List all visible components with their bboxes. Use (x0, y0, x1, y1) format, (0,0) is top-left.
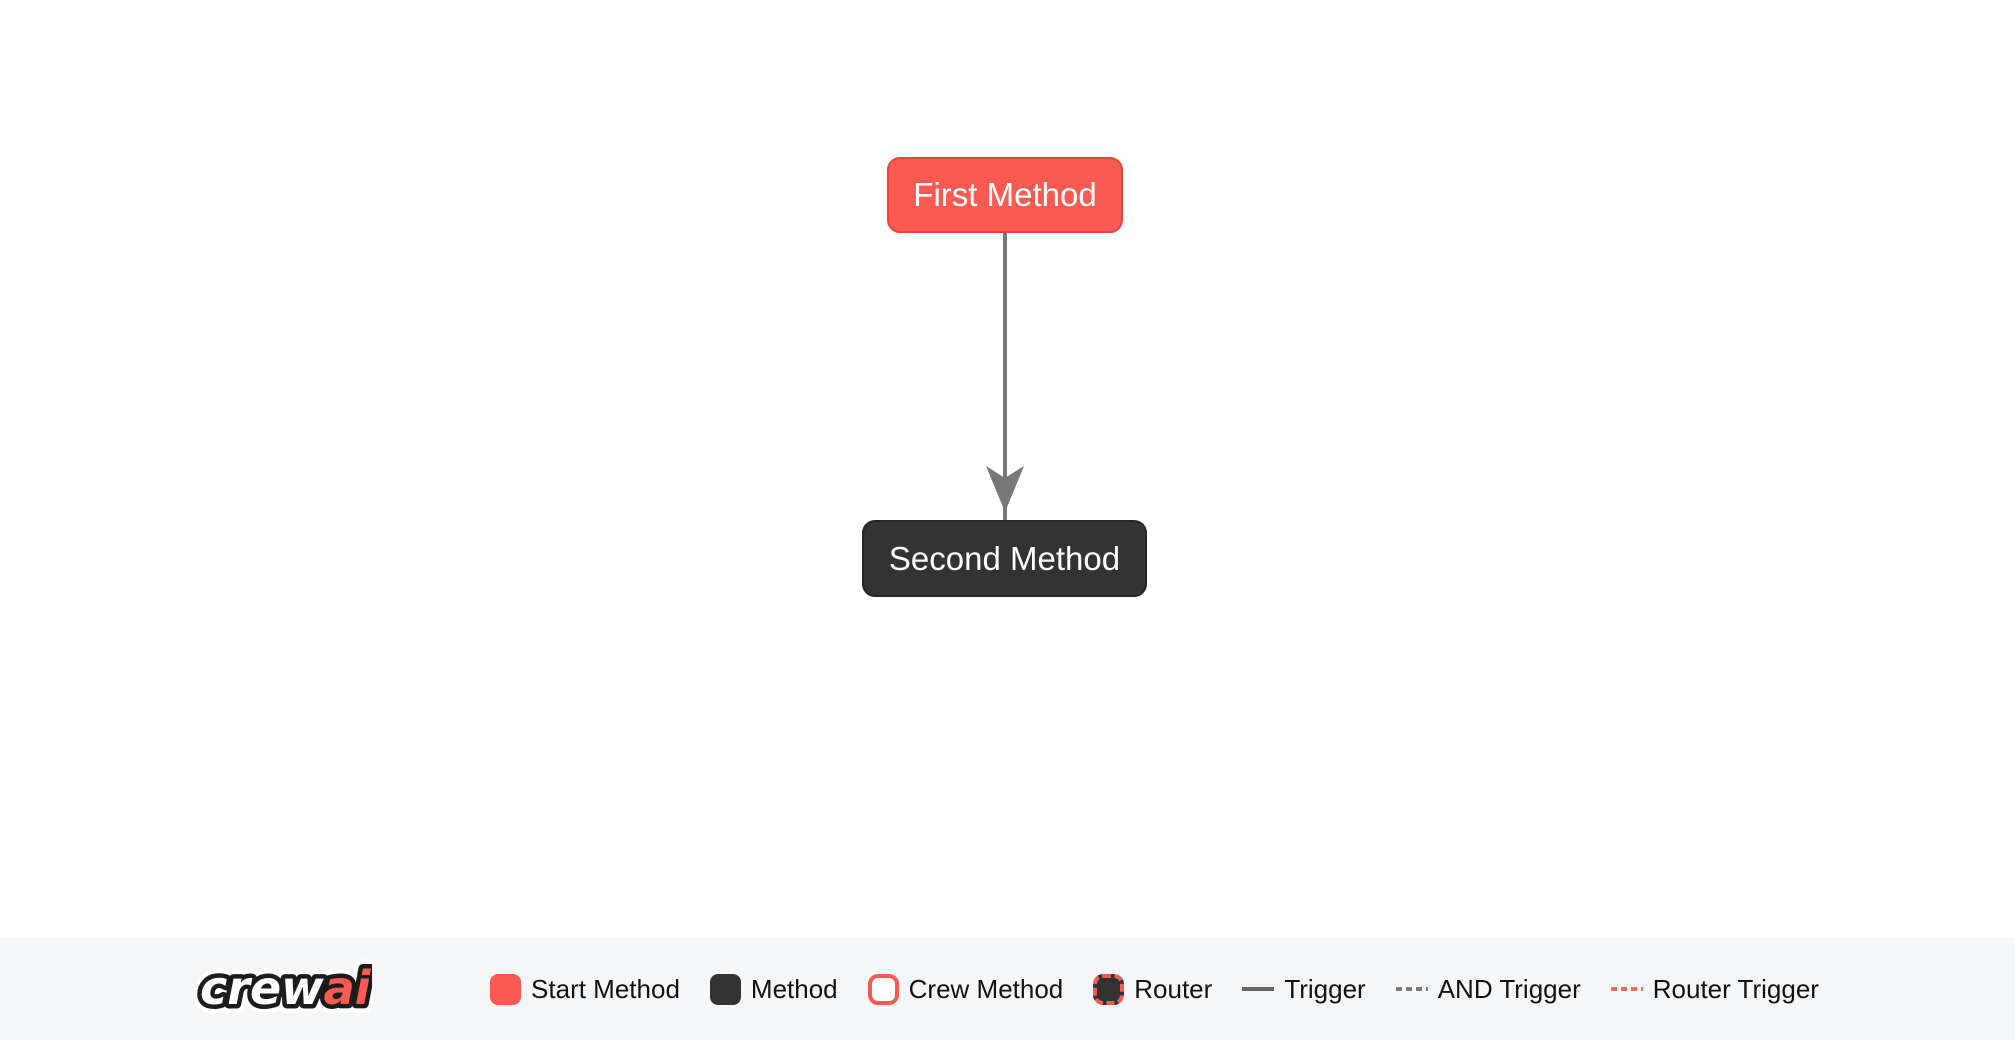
logo-crew: crew (200, 961, 324, 1015)
legend-bar: crewai crewai Start Method Method Crew M… (0, 938, 2015, 1040)
legend-label-method: Method (750, 973, 838, 1004)
legend-item-router-trigger: Router Trigger (1610, 973, 1819, 1005)
crewai-logo: crewai crewai (191, 952, 381, 1024)
legend-label-trigger: Trigger (1284, 973, 1366, 1004)
legend-label-and-trigger: AND Trigger (1437, 973, 1581, 1004)
flow-canvas[interactable]: First Method Second Method (0, 0, 2015, 938)
legend-item-trigger: Trigger (1242, 973, 1366, 1005)
trigger-edge (986, 233, 1024, 520)
and-trigger-line-icon (1395, 987, 1428, 991)
start-method-swatch (490, 973, 522, 1005)
logo-halo: crewai (200, 961, 372, 1015)
legend-item-router: Router (1093, 973, 1213, 1005)
legend-item-crew-method: Crew Method (867, 973, 1064, 1005)
edge-layer (986, 233, 1024, 520)
legend-label-start-method: Start Method (531, 973, 680, 1004)
node-second-method[interactable]: Second Method (862, 520, 1147, 597)
router-trigger-line-icon (1610, 987, 1643, 991)
router-swatch (1093, 973, 1125, 1005)
legend-item-method: Method (709, 973, 838, 1005)
legend-item-and-trigger: AND Trigger (1395, 973, 1581, 1005)
logo-ai: ai (324, 961, 372, 1015)
arrowhead-icon (986, 466, 1024, 512)
method-swatch (709, 973, 741, 1005)
trigger-line-icon (1242, 987, 1275, 991)
legend-item-start-method: Start Method (490, 973, 680, 1005)
crew-method-swatch (867, 973, 899, 1005)
node-first-method[interactable]: First Method (887, 157, 1123, 233)
legend-label-router-trigger: Router Trigger (1652, 973, 1819, 1004)
legend-label-crew-method: Crew Method (908, 973, 1064, 1004)
crewai-logo-icon: crewai crewai (191, 952, 381, 1024)
logo-text: crewai (200, 961, 372, 1015)
legend-label-router: Router (1134, 973, 1213, 1004)
